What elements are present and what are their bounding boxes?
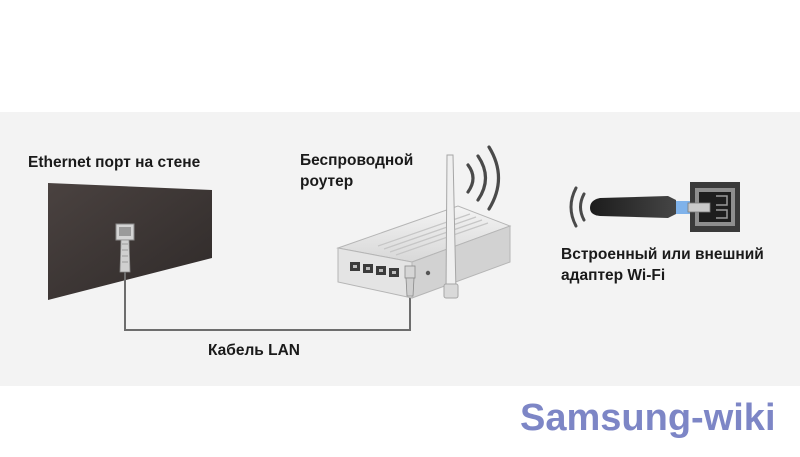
- router-label-line1: Беспроводной: [300, 152, 414, 169]
- cable-label: Кабель LAN: [208, 342, 301, 359]
- adapter-label-line2: адаптер Wi-Fi: [561, 267, 666, 284]
- wall-panel: [48, 183, 212, 300]
- wifi-waves-icon: [466, 145, 500, 211]
- router-label: Беспроводной роутер: [300, 150, 413, 192]
- adapter-label-line1: Встроенный или внешний: [561, 246, 764, 263]
- watermark-text: Samsung-wiki: [520, 397, 776, 439]
- adapter-wifi-waves-icon: [569, 186, 586, 228]
- router-icon: [336, 154, 512, 299]
- router-label-line2: роутер: [300, 173, 354, 190]
- adapter-label: Встроенный или внешний адаптер Wi-Fi: [561, 244, 764, 286]
- lan-cable: [124, 272, 411, 331]
- usb-adapter-icon: [590, 182, 740, 232]
- wall-port-icon: [115, 223, 135, 273]
- wall-port-label: Ethernet порт на стене: [28, 154, 201, 171]
